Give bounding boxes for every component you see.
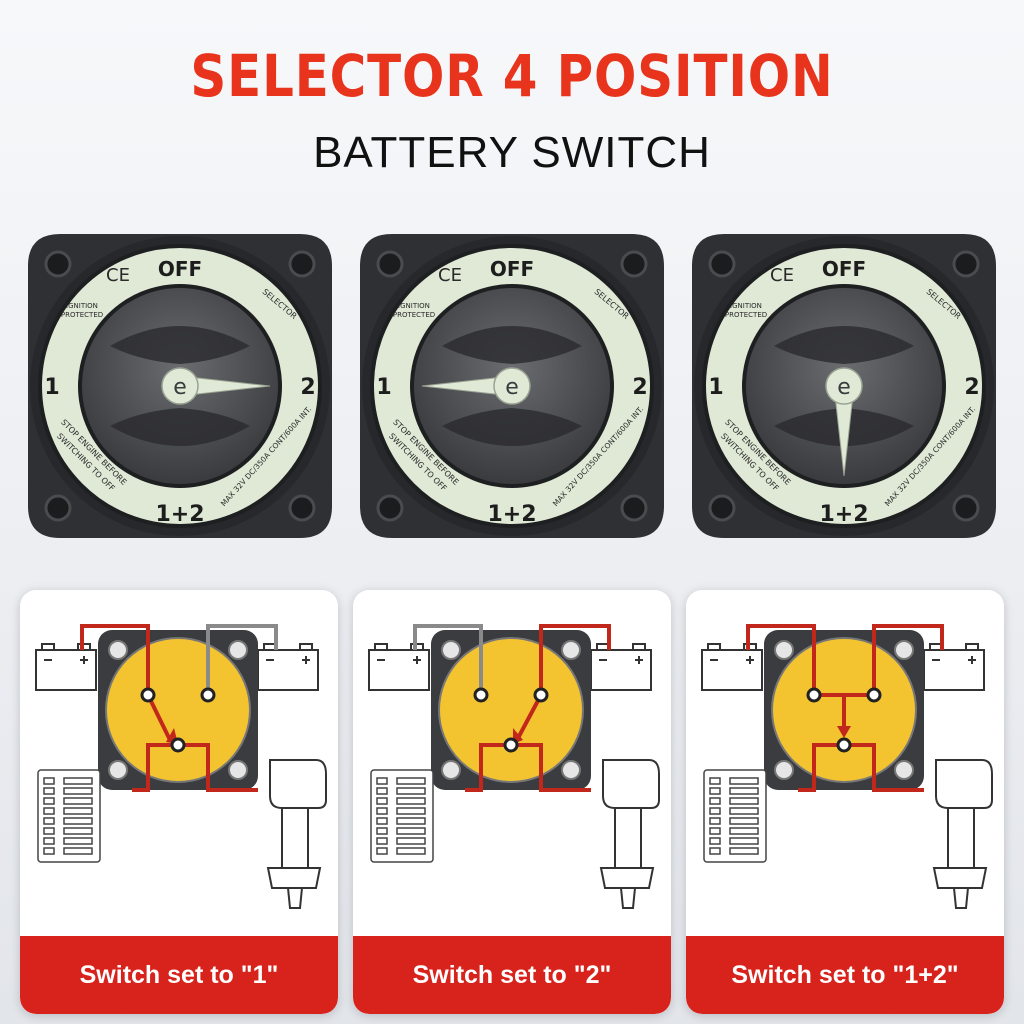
wire-common bbox=[178, 743, 258, 792]
wire-battery-2 bbox=[539, 624, 611, 695]
battery-2-icon bbox=[257, 643, 319, 691]
ignition-text: IGNITION bbox=[398, 302, 430, 310]
knob-hub bbox=[825, 367, 863, 405]
mounting-hole bbox=[376, 250, 648, 522]
ce-mark: CE bbox=[106, 265, 130, 286]
label-off: OFF bbox=[822, 257, 866, 281]
ignition-text: PROTECTED bbox=[725, 311, 767, 319]
label-2: 2 bbox=[964, 375, 979, 400]
label-1: 1 bbox=[44, 375, 59, 400]
switch-disc bbox=[105, 637, 251, 783]
knob-logo-icon: e bbox=[173, 375, 187, 400]
knob-logo-icon: e bbox=[837, 375, 851, 400]
battery-1-icon bbox=[368, 643, 430, 691]
fuse-panel-icon bbox=[703, 769, 767, 863]
fuse-panel-icon bbox=[370, 769, 434, 863]
wire-common bbox=[465, 743, 511, 792]
wiring-caption: Switch set to "1+2" bbox=[686, 936, 1004, 1014]
label-2: 2 bbox=[300, 375, 315, 400]
label-off: OFF bbox=[490, 257, 534, 281]
wire-common bbox=[798, 743, 844, 792]
wiring-card-position-1: Switch set to "1" bbox=[20, 590, 338, 1014]
switch-disc bbox=[438, 637, 584, 783]
ignition-text: PROTECTED bbox=[61, 311, 103, 319]
switch-photo-position-2: OFF 1 2 1+2 CE IGNITION PROTECTED SELECT… bbox=[352, 226, 672, 546]
wire-battery-2 bbox=[206, 624, 278, 695]
battery-2-icon bbox=[590, 643, 652, 691]
outboard-motor-icon bbox=[599, 759, 660, 909]
battery-2-icon bbox=[923, 643, 985, 691]
ignition-text: PROTECTED bbox=[393, 311, 435, 319]
fuse-panel-icon bbox=[37, 769, 101, 863]
knob-logo-icon: e bbox=[505, 375, 519, 400]
wire-battery-1 bbox=[746, 624, 816, 695]
knob-hub bbox=[161, 367, 199, 405]
label-2: 2 bbox=[632, 375, 647, 400]
mounting-hole bbox=[708, 250, 980, 522]
ignition-text: IGNITION bbox=[730, 302, 762, 310]
wiring-card-position-both: Switch set to "1+2" bbox=[686, 590, 1004, 1014]
battery-1-icon bbox=[35, 643, 97, 691]
wiring-caption: Switch set to "2" bbox=[353, 936, 671, 1014]
label-1: 1 bbox=[376, 375, 391, 400]
wire-battery-1 bbox=[413, 624, 483, 695]
battery-1-icon bbox=[701, 643, 763, 691]
page-subtitle: BATTERY SWITCH bbox=[313, 128, 711, 177]
knob-hub bbox=[493, 367, 531, 405]
page-title: SELECTOR 4 POSITION bbox=[190, 42, 834, 110]
ce-mark: CE bbox=[438, 265, 462, 286]
mounting-hole bbox=[44, 250, 316, 522]
label-off: OFF bbox=[158, 257, 202, 281]
wiring-card-position-2: Switch set to "2" bbox=[353, 590, 671, 1014]
switch-photo-position-1: OFF 1 2 1+2 CE IGNITION PROTECTED SELECT… bbox=[20, 226, 340, 546]
label-both: 1+2 bbox=[487, 502, 536, 527]
label-1: 1 bbox=[708, 375, 723, 400]
switch-photo-position-both: OFF 1 2 1+2 CE IGNITION PROTECTED SELECT… bbox=[684, 226, 1004, 546]
outboard-motor-icon bbox=[266, 759, 327, 909]
wiring-caption: Switch set to "1" bbox=[20, 936, 338, 1014]
ce-mark: CE bbox=[770, 265, 794, 286]
ignition-text: IGNITION bbox=[66, 302, 98, 310]
label-both: 1+2 bbox=[819, 502, 868, 527]
wire-common bbox=[132, 743, 178, 792]
label-both: 1+2 bbox=[155, 502, 204, 527]
outboard-motor-icon bbox=[932, 759, 993, 909]
wire-common bbox=[511, 743, 591, 792]
wire-battery-2 bbox=[872, 624, 944, 695]
wire-common bbox=[844, 743, 924, 792]
wire-battery-1 bbox=[80, 624, 150, 695]
